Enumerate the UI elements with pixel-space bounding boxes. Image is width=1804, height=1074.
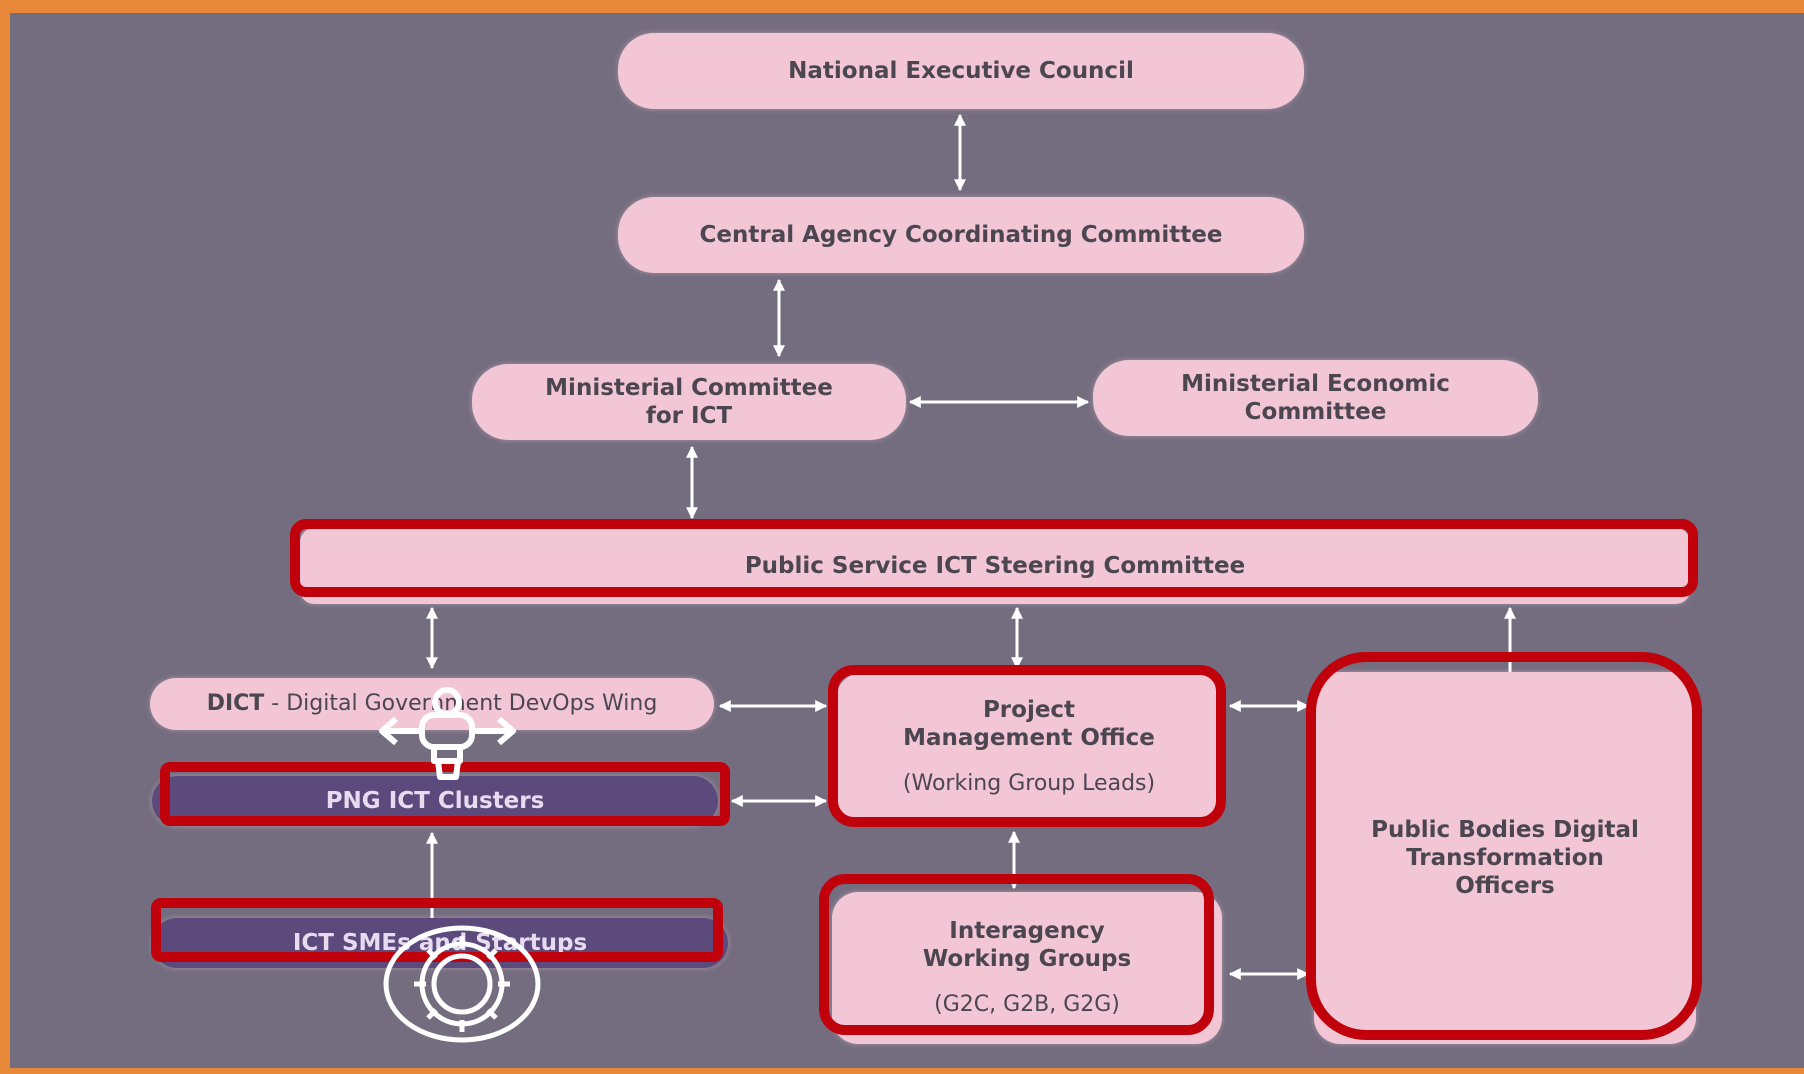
- node-national-executive-council: National Executive Council: [618, 33, 1304, 109]
- node-title: Project Management Office: [903, 697, 1155, 751]
- node-label: PNG ICT Clusters: [325, 788, 545, 814]
- node-label: Public Bodies Digital Transformation Off…: [1371, 817, 1639, 899]
- node-public-bodies-digital-transformation-officers: Public Bodies Digital Transformation Off…: [1314, 672, 1696, 1044]
- node-interagency-working-groups: Interagency Working Groups (G2C, G2B, G2…: [832, 892, 1222, 1044]
- node-label: Public Service ICT Steering Committee: [744, 553, 1246, 579]
- node-ministerial-committee-ict: Ministerial Committee for ICT: [472, 364, 906, 440]
- node-label-rest: - Digital Government DevOps Wing: [264, 691, 658, 716]
- gear-icon: [383, 925, 541, 1043]
- node-label-prefix: DICT: [206, 691, 265, 716]
- node-public-service-ict-steering-committee: Public Service ICT Steering Committee: [300, 528, 1690, 604]
- node-title: Interagency Working Groups: [922, 918, 1132, 972]
- node-central-agency-coordinating-committee: Central Agency Coordinating Committee: [618, 197, 1304, 273]
- node-subtitle: (Working Group Leads): [902, 771, 1156, 796]
- node-label: Ministerial Committee for ICT: [545, 375, 833, 429]
- node-label: National Executive Council: [788, 58, 1134, 84]
- node-subtitle: (G2C, G2B, G2G): [934, 992, 1120, 1017]
- node-dict-devops-wing: DICT - Digital Government DevOps Wing: [150, 678, 714, 730]
- drone-icon: [379, 687, 516, 780]
- node-ministerial-economic-committee: Ministerial Economic Committee: [1093, 360, 1538, 436]
- node-project-management-office: Project Management Office (Working Group…: [836, 673, 1222, 821]
- node-label: Ministerial Economic Committee: [1181, 371, 1450, 425]
- node-label: Central Agency Coordinating Committee: [699, 222, 1223, 248]
